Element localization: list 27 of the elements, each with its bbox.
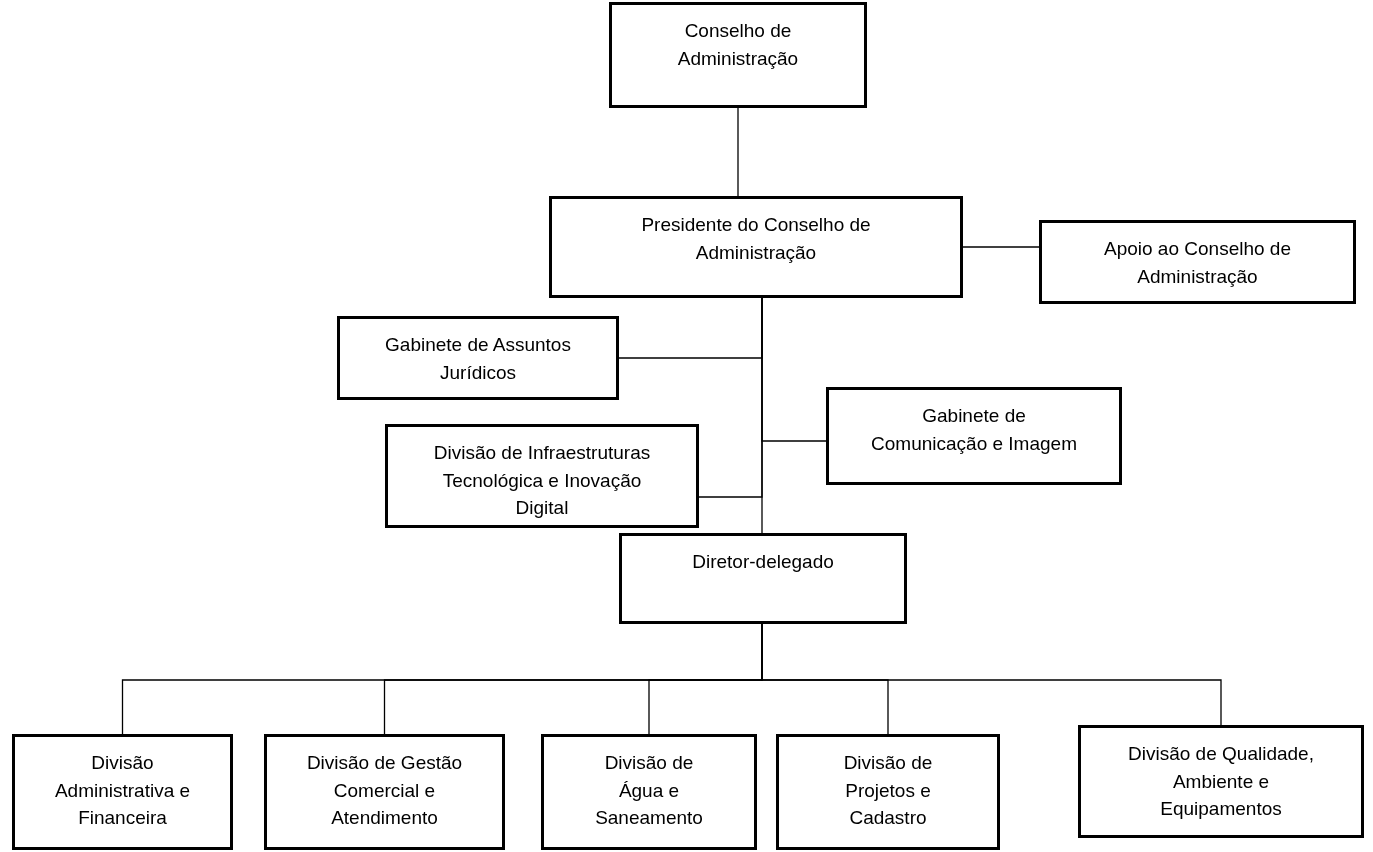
org-box bbox=[609, 2, 867, 108]
box-label: Divisão de Projetos e Cadastro bbox=[842, 751, 934, 831]
org-box bbox=[619, 533, 907, 624]
org-box bbox=[12, 734, 233, 850]
box-label: Gabinete de Comunicação e Imagem bbox=[870, 404, 1078, 456]
box-label: Divisão de Infraestruturas Tecnológica e Inovação Digital bbox=[432, 441, 652, 521]
box-label: Divisão de Qualidade, Ambiente e Equipamentos bbox=[1127, 742, 1315, 822]
connector-line bbox=[737, 107, 739, 197]
org-box bbox=[264, 734, 505, 850]
box-label: Gabinete de Assuntos Jurídicos bbox=[384, 333, 572, 385]
box-label: Presidente do Conselho de Administração bbox=[640, 213, 872, 265]
box-label: Apoio ao Conselho de Administração bbox=[1103, 237, 1292, 289]
box-label: Diretor-delegado bbox=[692, 550, 834, 574]
box-label: Divisão Administrativa e Financeira bbox=[53, 751, 192, 831]
org-box bbox=[385, 424, 699, 528]
org-box bbox=[549, 196, 963, 298]
box-label: Divisão de Gestão Comercial e Atendimento bbox=[305, 751, 464, 831]
org-box bbox=[337, 316, 619, 400]
org-box bbox=[541, 734, 757, 850]
org-box bbox=[826, 387, 1122, 485]
box-label: Conselho de Administração bbox=[676, 19, 800, 71]
box-label: Divisão de Água e Saneamento bbox=[594, 751, 704, 831]
org-box bbox=[1039, 220, 1356, 304]
org-box bbox=[1078, 725, 1364, 838]
connector-line bbox=[962, 246, 1040, 248]
org-box bbox=[776, 734, 1000, 850]
connector-line bbox=[761, 297, 763, 534]
